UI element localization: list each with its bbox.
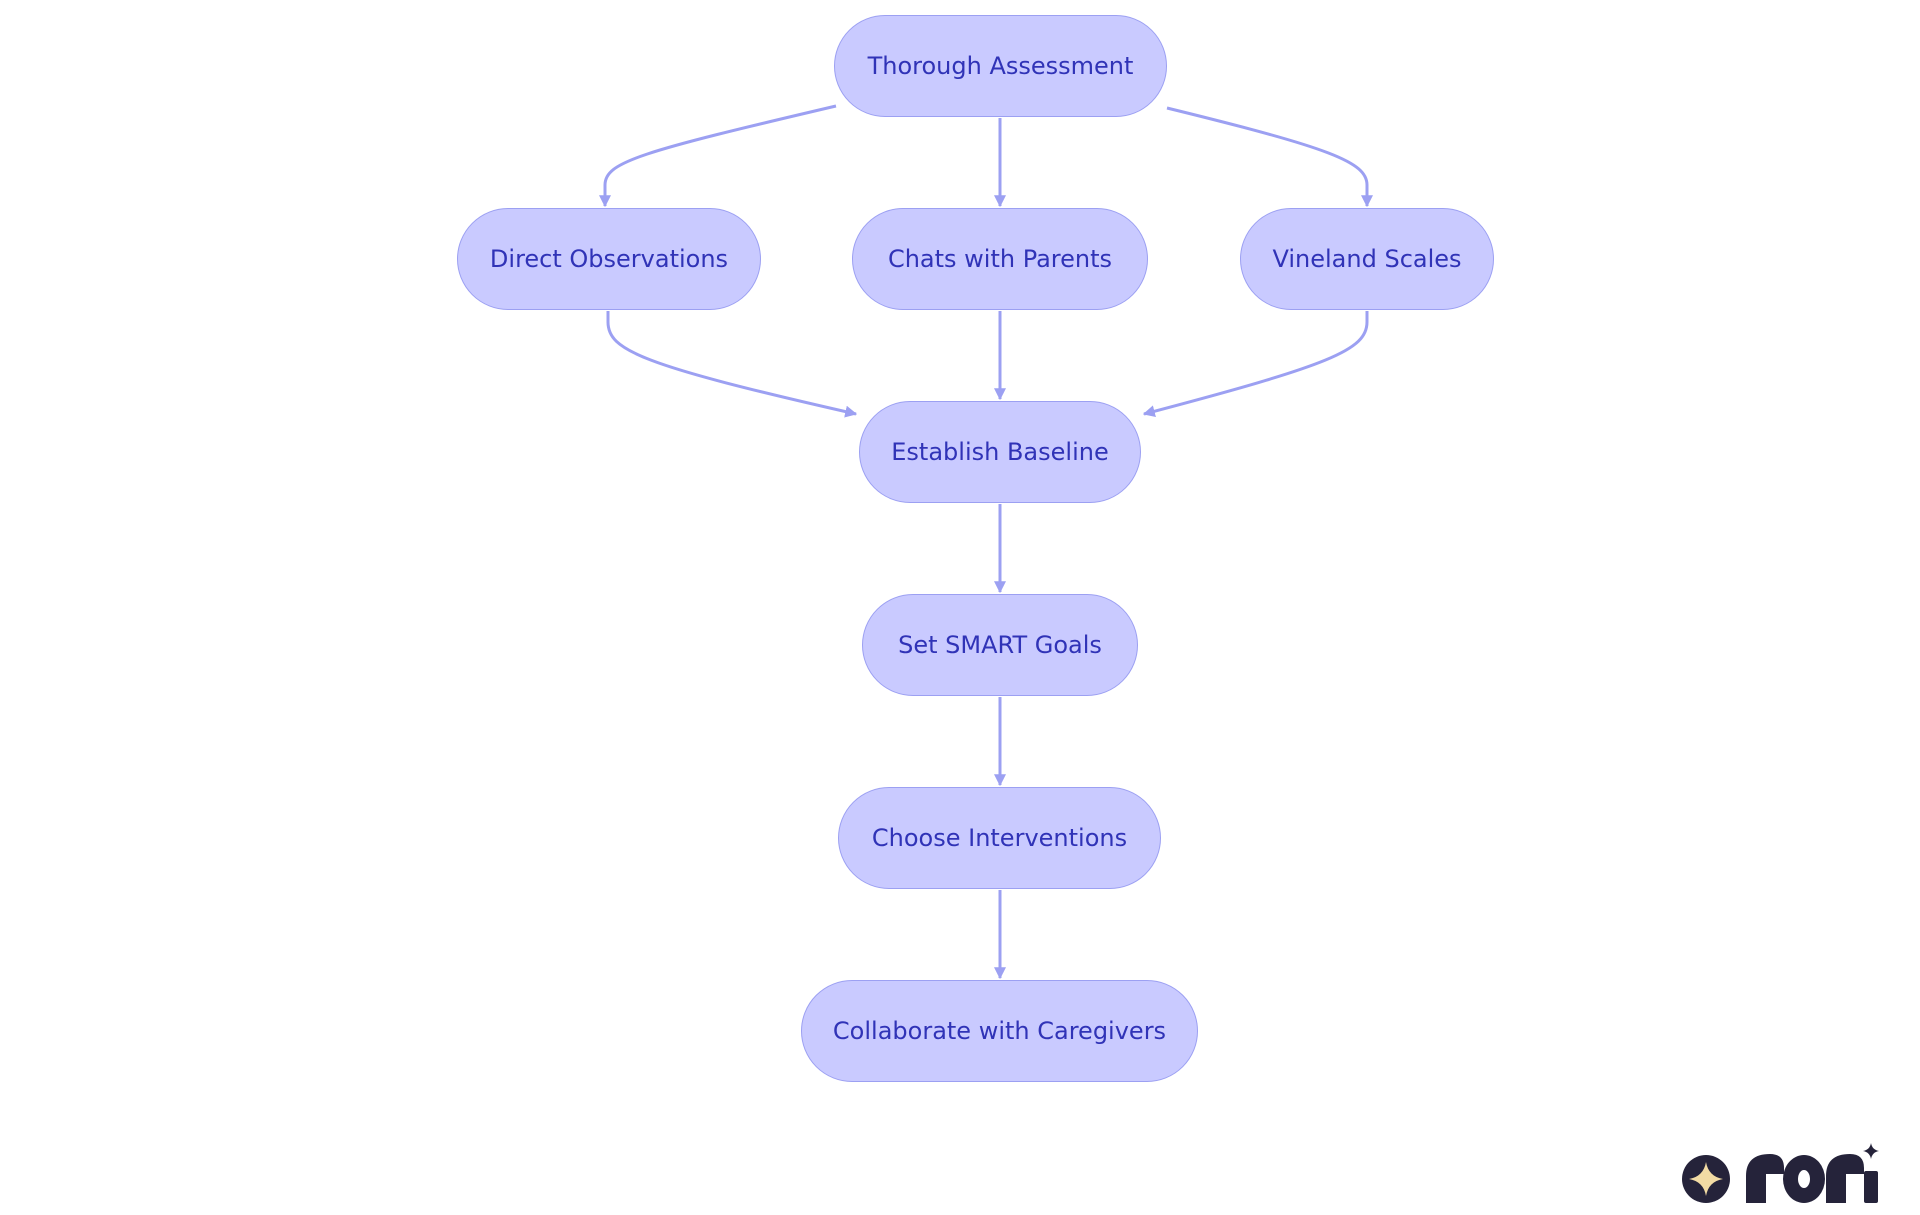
node-label: Vineland Scales (1272, 245, 1462, 273)
node-collaborate-with-caregivers: Collaborate with Caregivers (801, 980, 1198, 1082)
node-establish-baseline: Establish Baseline (859, 401, 1141, 503)
node-thorough-assessment: Thorough Assessment (834, 15, 1167, 117)
brand-logo (1682, 1143, 1879, 1203)
node-label: Thorough Assessment (867, 52, 1134, 80)
node-choose-interventions: Choose Interventions (838, 787, 1161, 889)
node-direct-observations: Direct Observations (457, 208, 761, 310)
node-label: Set SMART Goals (898, 631, 1102, 659)
sparkle-icon (1682, 1155, 1730, 1203)
node-label: Direct Observations (489, 245, 729, 273)
edge-thorough-assessment-to-vineland-scales (1166, 106, 1373, 208)
node-label: Establish Baseline (891, 438, 1109, 466)
logo-wordmark-shape (1746, 1143, 1879, 1203)
node-label: Chats with Parents (887, 245, 1113, 273)
node-set-smart-goals: Set SMART Goals (862, 594, 1138, 696)
node-label: Collaborate with Caregivers (832, 1017, 1167, 1045)
node-label: Choose Interventions (871, 824, 1128, 852)
edge-direct-observations-to-establish-baseline (606, 311, 858, 418)
edge-thorough-assessment-to-direct-observations (599, 104, 837, 208)
node-chats-with-parents: Chats with Parents (852, 208, 1148, 310)
node-vineland-scales: Vineland Scales (1240, 208, 1494, 310)
edge-vineland-scales-to-establish-baseline (1142, 311, 1369, 418)
